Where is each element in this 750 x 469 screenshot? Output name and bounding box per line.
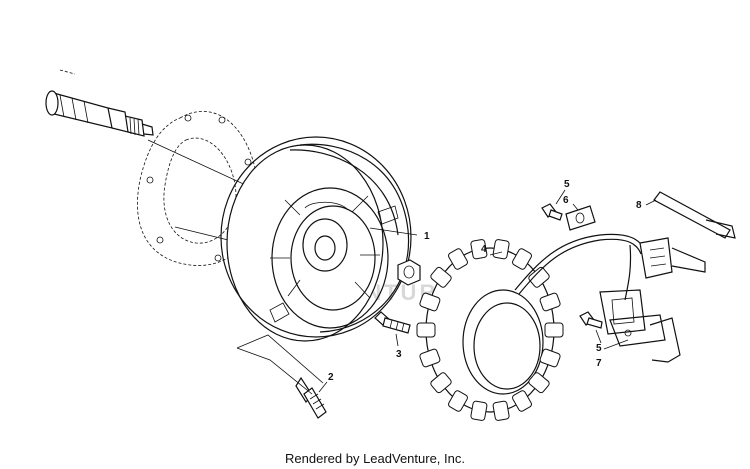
bracket-screw[interactable]	[579, 311, 603, 344]
crankshaft[interactable]	[45, 69, 154, 137]
callout-6: 6	[563, 195, 569, 206]
cable-strap[interactable]	[645, 191, 736, 239]
callout-1: 1	[424, 231, 430, 242]
callout-5-lower: 5	[596, 343, 602, 354]
clamp-screw[interactable]	[541, 189, 566, 221]
stator-tooth	[539, 348, 561, 368]
stator-tooth	[470, 239, 488, 260]
flywheel-bolt[interactable]	[236, 334, 328, 419]
callout-8: 8	[636, 200, 642, 211]
stator-bolt[interactable]	[374, 311, 411, 347]
stator-tooth	[528, 372, 550, 394]
callout-4: 4	[481, 244, 487, 255]
stator-tooth	[430, 266, 452, 288]
stator-tooth	[430, 372, 452, 394]
callout-5-upper: 5	[564, 179, 570, 190]
flywheel-nut[interactable]	[397, 259, 421, 286]
stator-tooth	[448, 248, 468, 270]
stator[interactable]	[416, 239, 564, 421]
callout-2: 2	[328, 372, 334, 383]
stator-tooth	[470, 400, 488, 421]
callout-1-leader	[369, 227, 418, 236]
stator-tooth	[539, 292, 561, 312]
callout-3: 3	[396, 349, 402, 360]
callout-7: 7	[596, 358, 602, 369]
stator-tooth	[528, 266, 550, 288]
wire-clamp[interactable]	[565, 203, 596, 231]
bracket[interactable]	[603, 314, 681, 363]
stator-tooth	[419, 292, 441, 312]
stator-tooth	[416, 322, 436, 338]
stator-tooth	[492, 239, 510, 260]
stator-wire-harness[interactable]	[514, 233, 706, 335]
stator-tooth	[512, 390, 532, 412]
stator-tooth	[448, 390, 468, 412]
stator-tooth	[512, 248, 532, 270]
stator-tooth	[492, 400, 510, 421]
stator-tooth	[419, 348, 441, 368]
footer-credit: Rendered by LeadVenture, Inc.	[285, 451, 465, 466]
stator-tooth	[544, 322, 564, 338]
flywheel[interactable]	[220, 136, 412, 342]
